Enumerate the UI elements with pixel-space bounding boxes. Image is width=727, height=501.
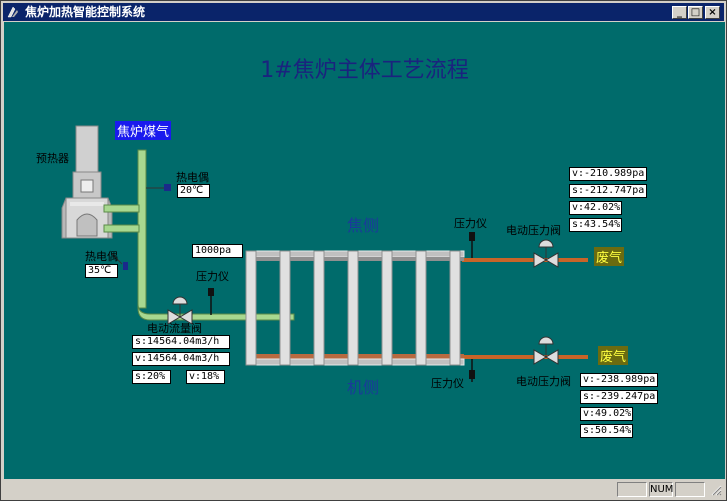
thermocouple-bottom-icon — [111, 253, 128, 270]
flow-valve-icon[interactable] — [167, 296, 193, 325]
flow-setpoint-value: s:14564.04m3/h — [132, 335, 230, 349]
oven-body — [245, 250, 465, 366]
flow-valve-label: 电动流量阀 — [147, 322, 202, 335]
close-button[interactable]: × — [705, 6, 720, 19]
maximize-button[interactable]: □ — [688, 6, 703, 19]
machine-side-valve-label: 电动压力阀 — [516, 375, 571, 388]
thermocouple-top-value: 20℃ — [177, 184, 210, 198]
process-diagram — [61, 125, 588, 382]
thermocouple-bottom-label: 热电偶 — [85, 250, 118, 263]
machine-side-pressure-setpoint: s:-239.247pa — [580, 390, 658, 404]
flow-valve-actual: v:18% — [186, 370, 225, 384]
coke-side-valve-icon[interactable] — [533, 239, 559, 268]
app-icon — [7, 6, 18, 18]
status-bar: NUM — [3, 481, 724, 499]
status-pane-num: NUM — [649, 482, 674, 497]
machine-side-waste-pipe — [462, 355, 588, 359]
pressure-gauge-icon — [208, 288, 214, 315]
title-bar: 焦炉加热智能控制系统 _ □ × — [3, 3, 724, 21]
coke-side-valve-setpoint: s:43.54% — [569, 218, 622, 232]
flow-valve-setpoint: s:20% — [132, 370, 171, 384]
window-title: 焦炉加热智能控制系统 — [25, 5, 146, 19]
minimize-button[interactable]: _ — [672, 6, 687, 19]
resize-grip-icon[interactable] — [710, 484, 722, 496]
status-pane-scroll — [675, 482, 705, 497]
machine-side-label: 机侧 — [347, 378, 380, 397]
flow-actual-value: v:14564.04m3/h — [132, 352, 230, 366]
machine-side-valve-actual: v:49.02% — [580, 407, 633, 421]
page-title: 1#焦炉主体工艺流程 — [260, 58, 469, 83]
coke-side-waste-gas-label: 废气 — [594, 247, 625, 266]
coke-side-label: 焦侧 — [347, 216, 380, 235]
coke-oven-gas-label: 焦炉煤气 — [115, 121, 172, 140]
preheater-icon — [61, 125, 113, 239]
process-view: 1#焦炉主体工艺流程 — [4, 22, 725, 479]
thermocouple-top-label: 热电偶 — [176, 171, 209, 184]
close-icon: × — [708, 7, 717, 18]
pressure-gauge-label: 压力仪 — [196, 270, 229, 283]
coke-side-gauge-label: 压力仪 — [454, 217, 487, 230]
gauge-pressure-value: 1000pa — [192, 244, 243, 258]
coke-side-gauge-icon — [469, 232, 475, 258]
coke-side-waste-pipe — [462, 258, 588, 262]
status-pane-caps — [617, 482, 647, 497]
preheater-label: 预热器 — [36, 152, 69, 165]
coke-side-valve-label: 电动压力阀 — [506, 224, 561, 237]
coke-side-pressure-actual: v:-210.989pa — [569, 167, 647, 181]
coke-side-valve-actual: v:42.02% — [569, 201, 622, 215]
machine-side-pressure-actual: v:-238.989pa — [580, 373, 658, 387]
maximize-icon: □ — [690, 7, 701, 18]
machine-side-gauge-icon — [469, 359, 475, 382]
machine-side-waste-gas-label: 废气 — [598, 346, 629, 365]
machine-side-valve-setpoint: s:50.54% — [580, 424, 633, 438]
machine-side-gauge-label: 压力仪 — [431, 377, 464, 390]
coke-side-pressure-setpoint: s:-212.747pa — [569, 184, 647, 198]
machine-side-valve-icon[interactable] — [533, 336, 559, 365]
thermocouple-bottom-value: 35℃ — [85, 264, 118, 278]
thermocouple-top-icon — [146, 184, 171, 191]
minimize-icon: _ — [677, 7, 682, 18]
